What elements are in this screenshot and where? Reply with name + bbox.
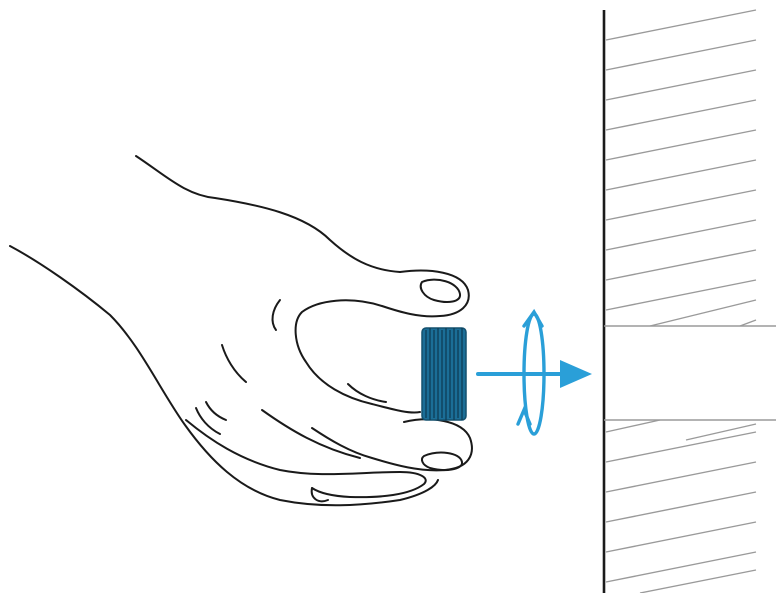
index-finger-outline: [311, 418, 473, 472]
wall-opening-edges: [604, 325, 776, 421]
hand-pinch-icon: [9, 155, 473, 507]
thumbnail: [419, 278, 461, 303]
knuckle-crease-1: [271, 299, 281, 331]
threaded-cap-icon: [421, 327, 467, 421]
knuckle-crease-3: [347, 383, 387, 403]
rotation-arrowhead-bottom: [516, 405, 532, 426]
wall-hatching: [605, 9, 757, 593]
rotation-arrowhead-top: [522, 308, 544, 328]
finger-crease-a: [195, 407, 221, 435]
middle-finger-outline: [185, 419, 427, 499]
hand-lower-outline: [9, 245, 439, 507]
finger-crease-c: [310, 487, 329, 503]
finger-crease-b: [205, 401, 227, 421]
arrow-right-icon: [476, 360, 592, 388]
hand-upper-outline: [135, 155, 401, 273]
hatched-wall-icon: [602, 9, 776, 593]
thumb-outline: [294, 269, 470, 414]
knuckle-crease-4: [261, 409, 361, 459]
knuckle-crease-2: [221, 344, 247, 383]
index-nail: [421, 451, 463, 471]
cap-body: [421, 327, 467, 421]
cap-threads: [425, 328, 463, 420]
motion-arrowhead: [560, 360, 592, 388]
